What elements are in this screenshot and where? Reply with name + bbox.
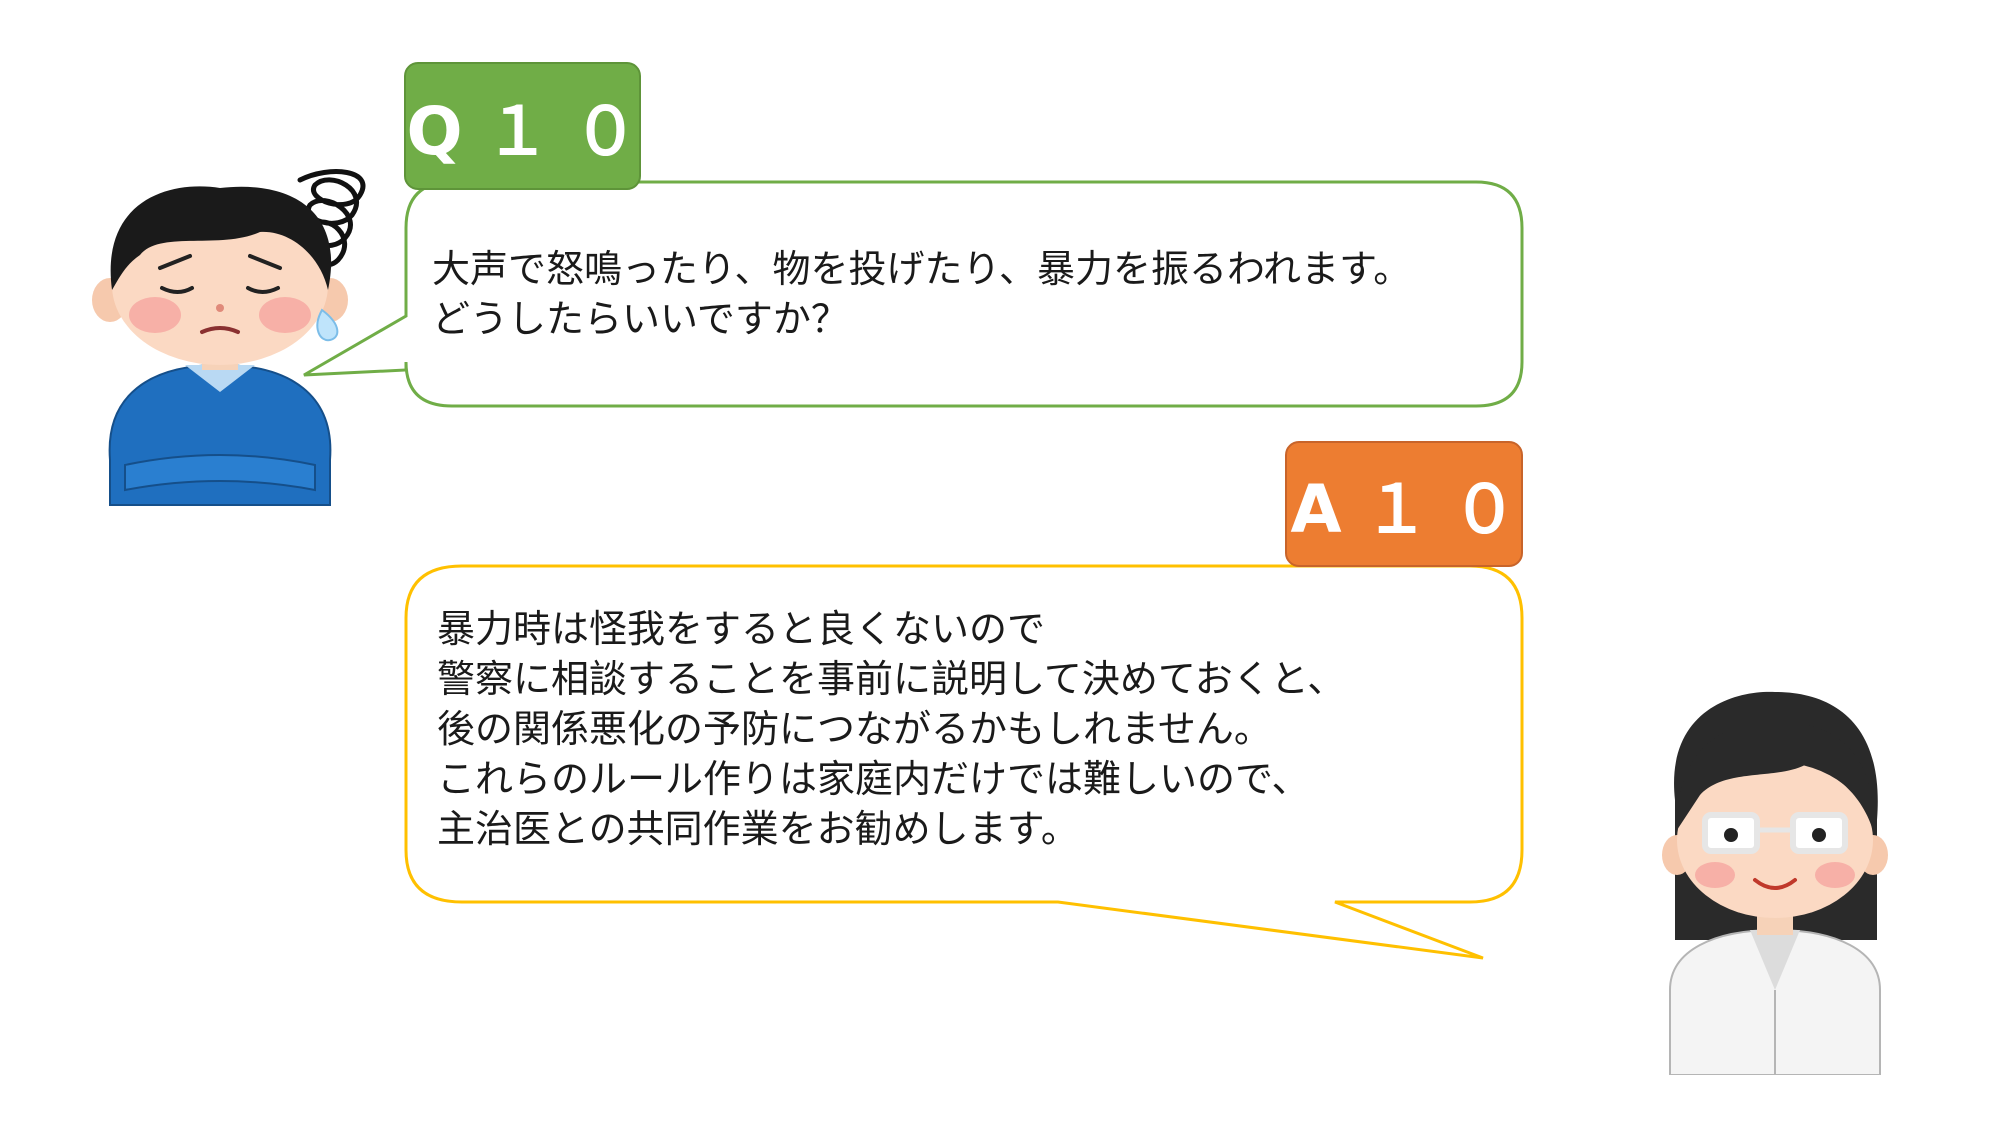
question-line: どうしたらいいですか？ — [432, 297, 849, 341]
answer-line: 後の関係悪化の予防につながるかもしれません。 — [437, 707, 1272, 751]
answer-tag: A１０ — [1285, 441, 1523, 567]
question-line: 大声で怒鳴ったり、物を投げたり、暴力を振るわれます。 — [432, 247, 1412, 291]
answer-line: 主治医との共同作業をお勧めします。 — [437, 807, 1079, 851]
answer-line: 暴力時は怪我をすると良くないので — [437, 607, 1046, 651]
question-text: 大声で怒鳴ったり、物を投げたり、暴力を振るわれます。どうしたらいいですか？ — [432, 244, 1411, 344]
answer-bubble — [404, 564, 1524, 960]
female-doctor-illustration — [1662, 691, 1888, 1075]
answer-text: 暴力時は怪我をすると良くないので警察に相談することを事前に説明して決めておくと、… — [437, 604, 1345, 854]
answer-line: 警察に相談することを事前に説明して決めておくと、 — [437, 657, 1346, 701]
question-tag: Q１０ — [404, 62, 641, 190]
answer-line: これらのルール作りは家庭内だけでは難しいので、 — [437, 757, 1310, 801]
question-bubble — [303, 180, 1524, 408]
worried-man-illustration — [92, 169, 366, 506]
